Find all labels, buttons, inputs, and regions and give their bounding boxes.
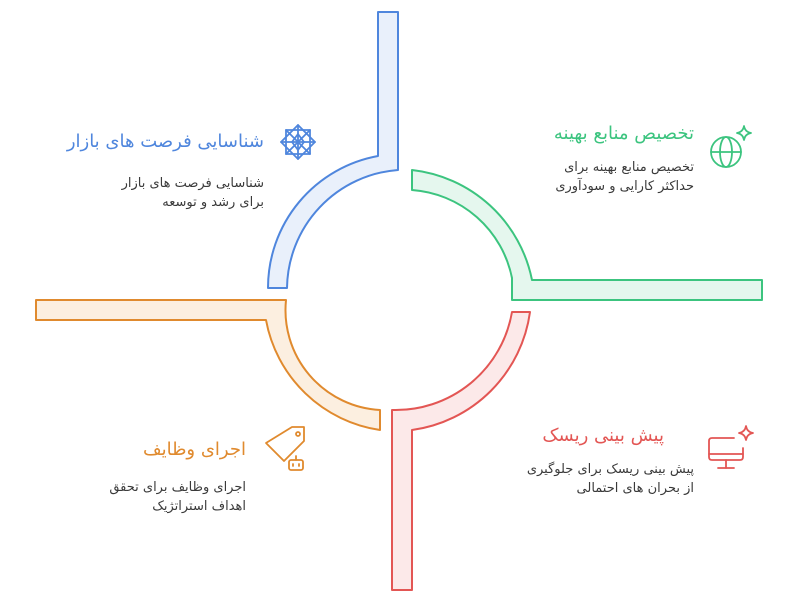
green-arc-segment (411, 169, 763, 301)
market-opportunities-title: شناسایی فرصت های بازار (66, 131, 264, 152)
task-execution-title: اجرای وظایف (142, 439, 246, 460)
monitor-sparkle-icon (704, 424, 756, 476)
market-opportunities-description: شناسایی فرصت های بازار برای رشد و توسعه (121, 176, 264, 210)
resource-allocation-block: تخصیص منابع بهینه تخصیص منابع بهینه برای… (496, 122, 756, 196)
globe-sparkle-icon (704, 122, 756, 174)
task-execution-block: اجرای وظایف اجرای وظایف برای تحقق اهداف … (60, 424, 310, 516)
task-execution-description: اجرای وظایف برای تحقق اهداف استراتژیک (109, 480, 246, 514)
blue-arc-segment (266, 11, 399, 289)
tag-robot-icon (258, 424, 310, 476)
market-opportunities-block: شناسایی فرصت های بازار شناسایی فرصت های … (20, 120, 320, 212)
risk-prediction-title: پیش بینی ریسک (542, 425, 664, 446)
resource-allocation-description: تخصیص منابع بهینه برای حداکثر کارایی و س… (555, 160, 694, 194)
snowflake-pattern-icon (276, 120, 320, 164)
orange-arc-segment (35, 299, 381, 431)
resource-allocation-title: تخصیص منابع بهینه (553, 123, 694, 144)
risk-prediction-description: پیش بینی ریسک برای جلوگیری از بحران های … (526, 462, 694, 496)
risk-prediction-block: پیش بینی ریسک پیش بینی ریسک برای جلوگیری… (496, 424, 756, 498)
red-arc-segment (391, 311, 531, 591)
